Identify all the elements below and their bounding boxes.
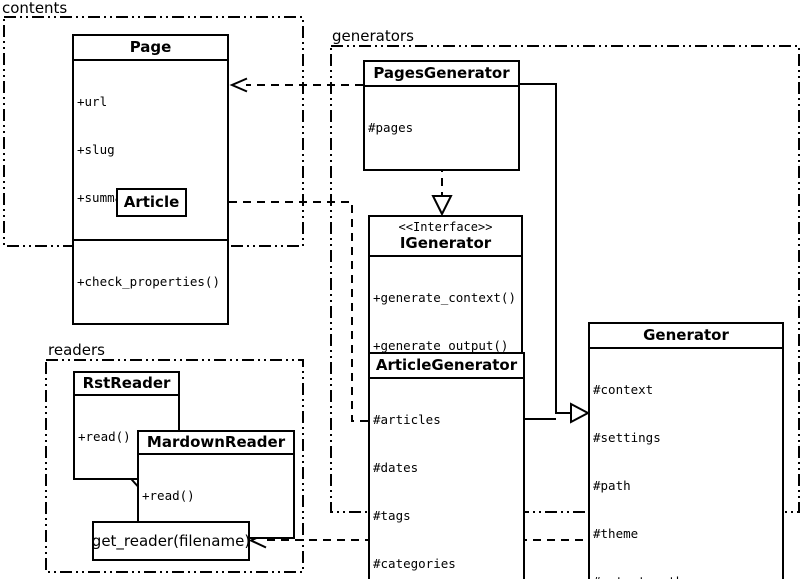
class-rstreader-title: RstReader [82,374,171,392]
package-label-contents: contents [2,0,68,17]
package-label-generators: generators [332,27,414,45]
class-igenerator-title: IGenerator [399,234,492,252]
class-pagesgenerator-title: PagesGenerator [373,64,510,82]
class-mardownreader: MardownReader +read() [137,430,295,539]
function-box-get-reader-label: get_reader(filename) [91,532,251,550]
class-igenerator-stereotype: <<Interface>> [398,220,493,234]
class-generator-attributes: #context #settings #path #theme #output_… [590,347,782,579]
package-border-readers [45,359,304,573]
class-igenerator-methods: +generate_context() +generate_output() [370,255,521,387]
class-page-title: Page [129,38,172,56]
dependency-pagesgenerator-to-page [229,77,363,93]
inheritance-generators-to-generator [520,83,591,424]
function-box-get-reader: get_reader(filename) [92,521,250,561]
class-page-methods: +check_properties() [74,239,227,323]
package-label-readers: readers [48,341,105,359]
class-mardownreader-methods: +read() [139,453,293,537]
class-pagesgenerator-attributes: #pages [365,85,518,169]
class-page: Page +url +slug +summary +check_properti… [72,34,229,325]
class-rstreader-methods: +read() [75,394,178,478]
class-article: Article [116,188,187,217]
package-border-generators [330,45,800,513]
class-articlegenerator-attributes: #articles #dates #tags #categories [370,377,523,579]
class-articlegenerator-title: ArticleGenerator [375,356,518,374]
class-generator-title: Generator [643,326,729,344]
class-articlegenerator: ArticleGenerator #articles #dates #tags … [368,352,525,579]
class-mardownreader-title: MardownReader [146,433,286,451]
class-article-title: Article [123,193,180,211]
class-generator: Generator #context #settings #path #them… [588,322,784,579]
class-pagesgenerator: PagesGenerator #pages [363,60,520,171]
